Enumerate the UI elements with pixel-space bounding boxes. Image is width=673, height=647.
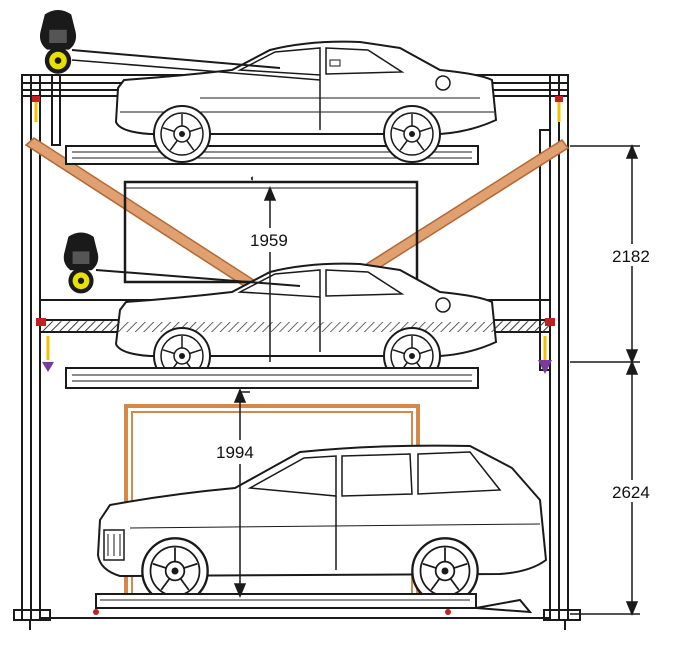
interior-dimensions [233,186,277,598]
right-foot [543,609,581,621]
top-car-front-wheel [153,105,211,163]
outer-dimensions [570,144,640,616]
ground-tray [40,593,550,619]
upper-total-label: 2182 [612,247,650,266]
motor-icon [63,232,99,294]
top-motor-assembly [32,10,563,122]
middle-tray [65,367,479,389]
mid-motor-assembly [63,232,301,294]
motor-icon [39,10,77,74]
ground-clearance-label: 1994 [216,443,254,462]
mid-clearance-label: 1959 [250,231,288,250]
svg-text:◐: ◐ [250,173,255,183]
left-foot [13,609,51,621]
lower-total-label: 2624 [612,483,650,502]
top-car-rear-wheel [383,105,441,163]
middle-sedan [44,262,548,357]
